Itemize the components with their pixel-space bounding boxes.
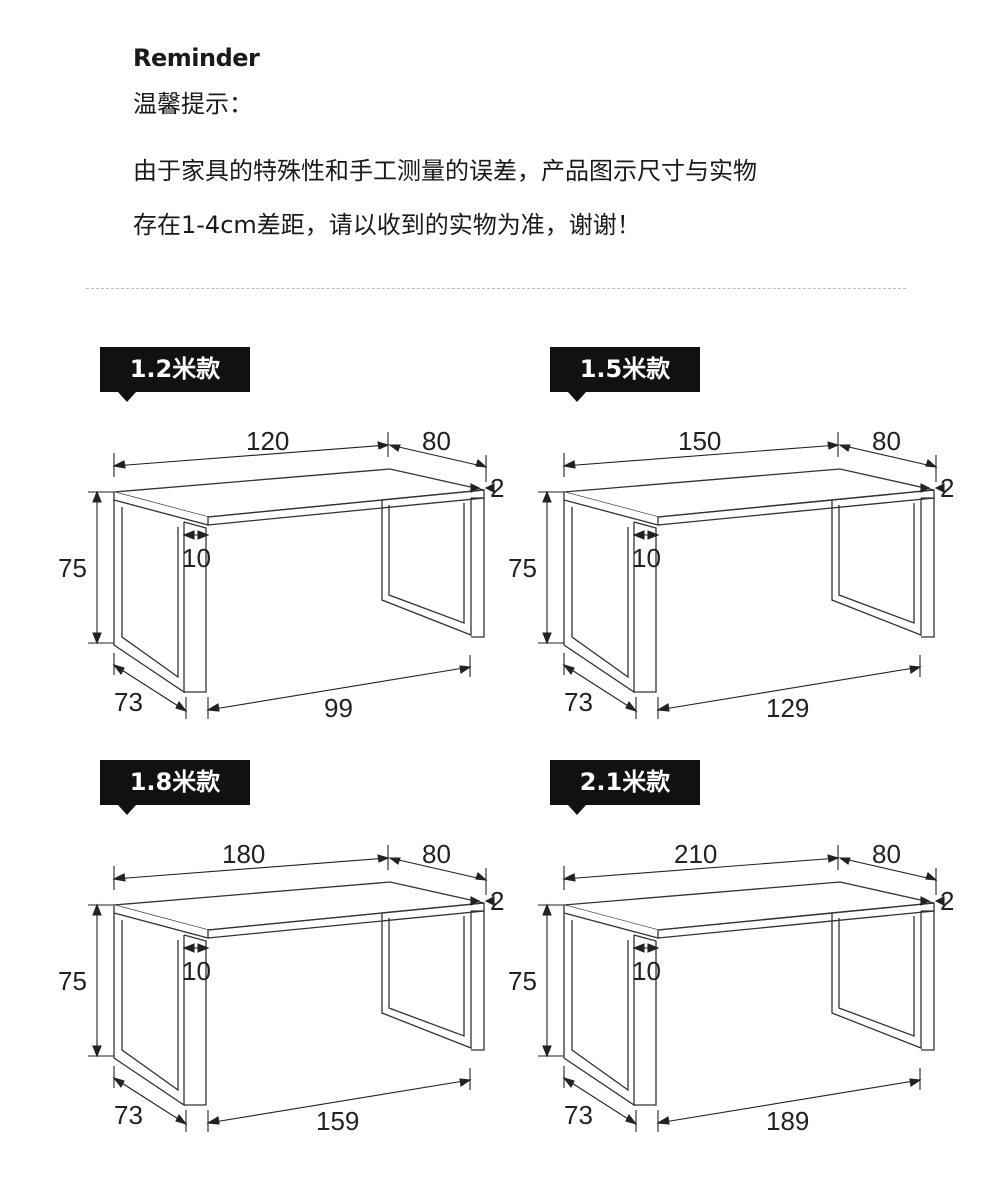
dim-leg-depth: 73 bbox=[564, 687, 593, 717]
notice-line-2: 存在1-4cm差距，请以收到的实物为准，谢谢！ bbox=[133, 211, 641, 239]
dim-leg-depth: 73 bbox=[114, 1100, 143, 1130]
dim-leg-width: 10 bbox=[632, 543, 661, 573]
dim-height: 75 bbox=[58, 966, 87, 996]
desk-diagram: 120 80 2 75 10 73 99 bbox=[58, 426, 504, 723]
dim-height: 75 bbox=[508, 553, 537, 583]
model-tag: 1.5米款 bbox=[550, 347, 700, 392]
desk-diagram: 150 80 2 75 10 73 129 bbox=[508, 426, 954, 723]
dim-length: 120 bbox=[246, 426, 289, 456]
dim-length: 180 bbox=[222, 839, 265, 869]
dim-depth: 80 bbox=[872, 426, 901, 456]
desk-panel-2-1m: 2.1米款 bbox=[508, 760, 986, 1180]
model-tag: 2.1米款 bbox=[550, 760, 700, 805]
dim-length: 150 bbox=[678, 426, 721, 456]
reminder-title-en: Reminder bbox=[133, 44, 260, 72]
dim-inner-span: 99 bbox=[324, 693, 353, 723]
desk-panel-1-5m: 1.5米款 bbox=[508, 347, 986, 767]
dim-inner-span: 129 bbox=[766, 693, 809, 723]
dim-inner-span: 159 bbox=[316, 1106, 359, 1136]
dim-inner-span: 189 bbox=[766, 1106, 809, 1136]
tag-pointer bbox=[568, 805, 586, 815]
tag-pointer bbox=[118, 805, 136, 815]
notice-text: 由于家具的特殊性和手工测量的误差，产品图示尺寸与实物 存在1-4cm差距，请以收… bbox=[133, 144, 757, 252]
dim-leg-depth: 73 bbox=[114, 687, 143, 717]
dim-leg-width: 10 bbox=[632, 956, 661, 986]
divider bbox=[86, 288, 906, 289]
dim-depth: 80 bbox=[422, 839, 451, 869]
desk-diagram: 180 80 2 75 10 73 159 bbox=[58, 839, 504, 1136]
dim-thickness: 2 bbox=[490, 473, 504, 503]
desk-panel-1-2m: 1.2米款 bbox=[58, 347, 536, 767]
dim-leg-width: 10 bbox=[182, 543, 211, 573]
model-tag: 1.2米款 bbox=[100, 347, 250, 392]
desk-diagram: 210 80 2 75 10 73 189 bbox=[508, 839, 954, 1136]
dim-length: 210 bbox=[674, 839, 717, 869]
desk-panel-1-8m: 1.8米款 bbox=[58, 760, 536, 1180]
dim-leg-width: 10 bbox=[182, 956, 211, 986]
dim-height: 75 bbox=[508, 966, 537, 996]
notice-line-1: 由于家具的特殊性和手工测量的误差，产品图示尺寸与实物 bbox=[133, 157, 757, 185]
tag-pointer bbox=[118, 392, 136, 402]
dim-leg-depth: 73 bbox=[564, 1100, 593, 1130]
dim-thickness: 2 bbox=[940, 886, 954, 916]
dim-depth: 80 bbox=[872, 839, 901, 869]
model-tag: 1.8米款 bbox=[100, 760, 250, 805]
dim-height: 75 bbox=[58, 553, 87, 583]
dim-thickness: 2 bbox=[490, 886, 504, 916]
dim-thickness: 2 bbox=[940, 473, 954, 503]
reminder-title-cn: 温馨提示： bbox=[133, 90, 253, 118]
tag-pointer bbox=[568, 392, 586, 402]
dim-depth: 80 bbox=[422, 426, 451, 456]
